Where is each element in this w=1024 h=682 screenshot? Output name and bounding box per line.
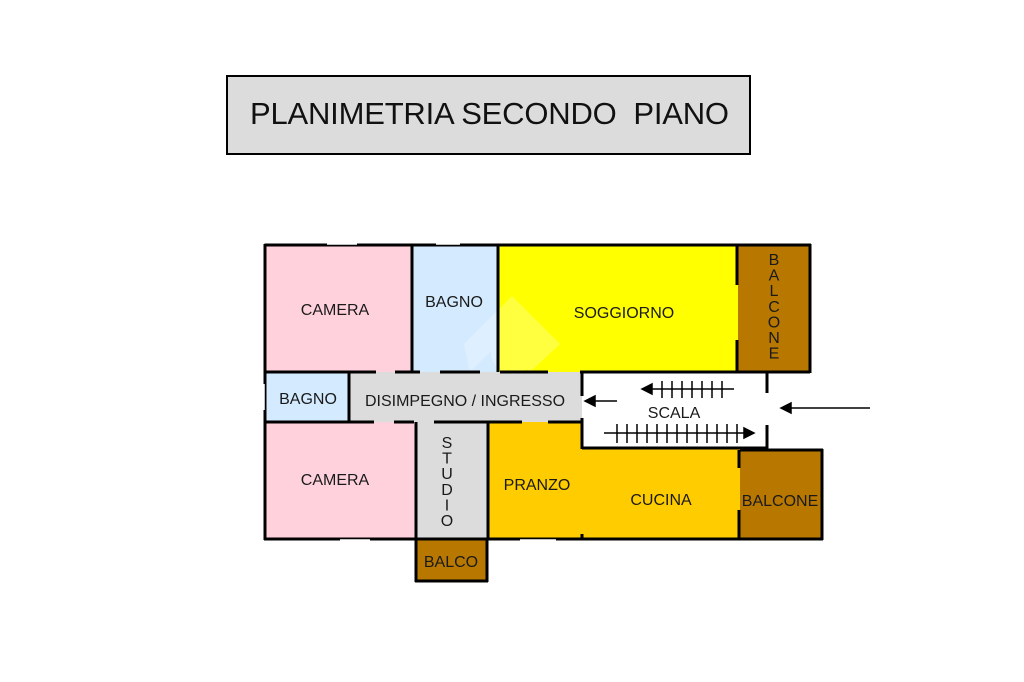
vertical-letter: E: [769, 346, 780, 363]
room-cucina-pranzo: [488, 422, 740, 538]
room-bagno-top: [412, 246, 498, 372]
room-balcone-top: [738, 246, 810, 372]
stair-upper: [640, 381, 734, 398]
room-camera-top: [266, 246, 412, 372]
vertical-letter: A: [769, 268, 780, 285]
label-camera-bottom: CAMERA: [301, 472, 370, 489]
vertical-letter: I: [445, 497, 449, 514]
stair-down-arrow-icon: [743, 426, 756, 440]
title-box: PLANIMETRIA SECONDO PIANO: [226, 75, 751, 155]
vertical-letter: S: [442, 435, 453, 452]
label-soggiorno: SOGGIORNO: [574, 305, 674, 322]
label-balco-bottom: BALCO: [424, 554, 478, 571]
vertical-letter: B: [769, 252, 780, 269]
room-disimpegno: [350, 372, 582, 422]
label-disimpegno: DISIMPEGNO / INGRESSO: [365, 393, 565, 410]
room-camera-bottom: [266, 422, 416, 538]
label-pranzo: PRANZO: [504, 477, 571, 494]
label-bagno-top: BAGNO: [425, 294, 483, 311]
room-studio: [416, 422, 488, 538]
door-arrow-icon: [583, 394, 617, 408]
room-balcone-right: [740, 450, 822, 538]
room-soggiorno: [498, 246, 738, 372]
vertical-letter: O: [441, 513, 453, 530]
room-bagno-small: [266, 372, 350, 422]
label-camera-top: CAMERA: [301, 302, 370, 319]
plan-title: PLANIMETRIA SECONDO PIANO: [250, 96, 729, 131]
vertical-letter: O: [768, 314, 780, 331]
label-scala: SCALA: [648, 405, 701, 422]
stair-lower: [604, 424, 756, 443]
label-balcone-right: BALCONE: [742, 493, 818, 510]
vertical-letter: T: [442, 451, 452, 468]
walls: [263, 243, 824, 583]
label-cucina: CUCINA: [630, 492, 692, 509]
windows: [263, 243, 556, 541]
vertical-letter: L: [770, 283, 779, 300]
label-bagno-small: BAGNO: [279, 391, 337, 408]
vertical-letter: N: [768, 330, 780, 347]
watermark-logo: [464, 296, 560, 374]
stair-up-arrow-icon: [640, 382, 653, 396]
vertical-letter: D: [441, 482, 453, 499]
entrance-arrow-icon: [779, 401, 870, 415]
vertical-letter: U: [441, 466, 453, 483]
room-balco-bottom: [416, 540, 487, 581]
label-balcone-top: BALCONE: [768, 252, 780, 363]
vertical-letter: C: [768, 299, 780, 316]
